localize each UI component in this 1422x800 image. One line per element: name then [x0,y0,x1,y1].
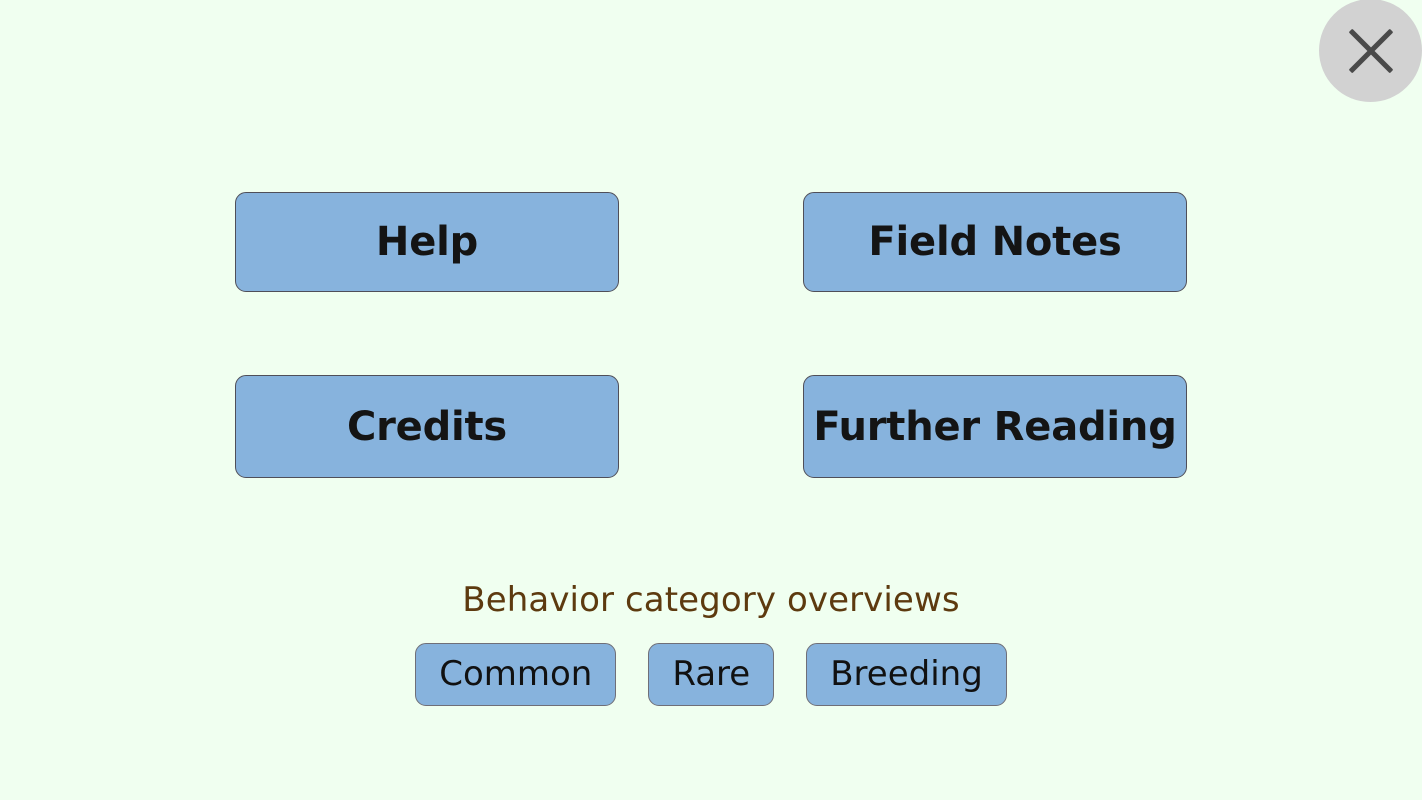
field-notes-button[interactable]: Field Notes [803,192,1187,292]
behavior-category-chip-row: Common Rare Breeding [0,643,1422,706]
behavior-category-overviews-section: Behavior category overviews Common Rare … [0,578,1422,706]
category-rare-button[interactable]: Rare [648,643,775,706]
credits-button[interactable]: Credits [235,375,619,478]
behavior-category-overviews-heading: Behavior category overviews [462,580,960,620]
category-common-button[interactable]: Common [415,643,617,706]
close-icon-button[interactable] [1319,0,1422,102]
close-icon [1348,28,1394,74]
main-menu-button-grid: Help Field Notes Credits Further Reading [235,192,1187,478]
category-breeding-button[interactable]: Breeding [806,643,1007,706]
further-reading-button[interactable]: Further Reading [803,375,1187,478]
help-button[interactable]: Help [235,192,619,292]
